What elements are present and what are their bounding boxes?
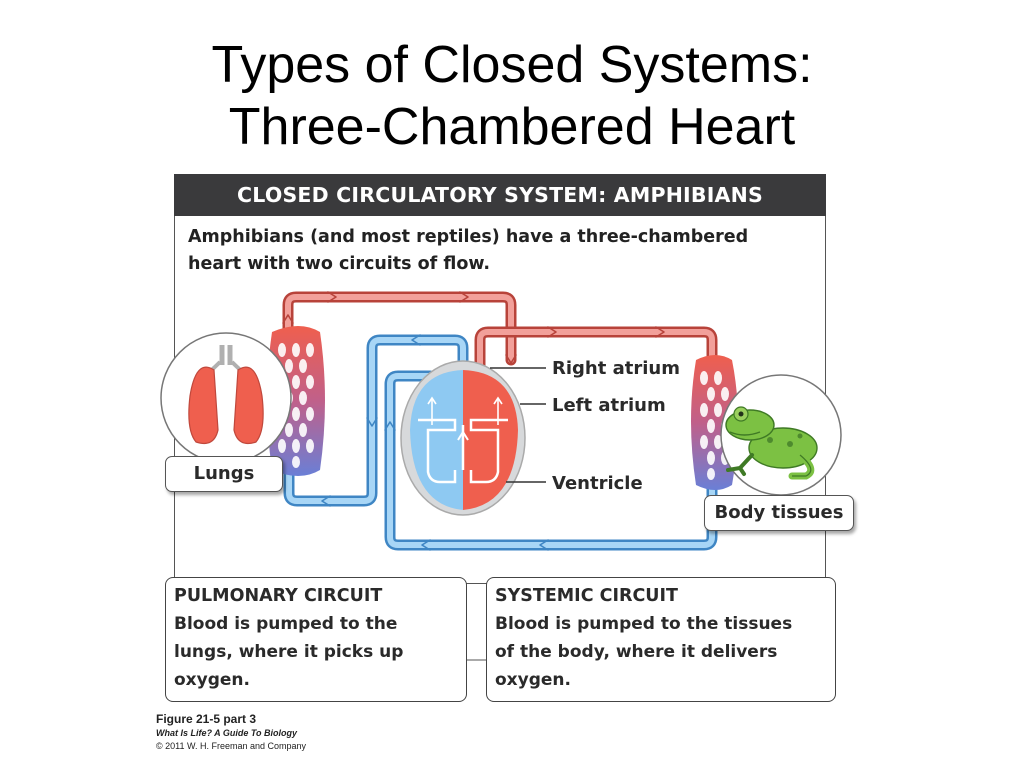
credit-figure: Figure 21-5 part 3 [156, 712, 257, 726]
body-tissues-label: Body tissues [714, 502, 844, 523]
pulmonary-line1: Blood is pumped to the [174, 614, 398, 634]
lungs-label: Lungs [193, 463, 255, 484]
lungs-tag: Lungs [165, 456, 283, 492]
systemic-title: SYSTEMIC CIRCUIT [495, 586, 678, 606]
systemic-line2: of the body, where it delivers [495, 642, 778, 662]
pulmonary-circuit-box: PULMONARY CIRCUIT Blood is pumped to the… [165, 577, 467, 702]
pulmonary-line3: oxygen. [174, 670, 250, 690]
label-leaders [490, 367, 546, 483]
figure-header: CLOSED CIRCULATORY SYSTEM: AMPHIBIANS [174, 174, 826, 216]
label-ventricle: Ventricle [552, 473, 643, 494]
intro-line2: heart with two circuits of flow. [188, 254, 491, 274]
frog-icon [720, 374, 842, 496]
slide-title: Types of Closed Systems: Three-Chambered… [0, 34, 1024, 158]
slide-title-line2: Three-Chambered Heart [228, 98, 796, 156]
intro-line1: Amphibians (and most reptiles) have a th… [188, 227, 749, 247]
body-tissues-tag: Body tissues [704, 495, 854, 531]
systemic-line1: Blood is pumped to the tissues [495, 614, 793, 634]
left-atrium-chamber [463, 370, 518, 510]
pulmonary-line2: lungs, where it picks up [174, 642, 404, 662]
systemic-line3: oxygen. [495, 670, 571, 690]
label-right-atrium: Right atrium [552, 358, 680, 379]
label-left-atrium: Left atrium [552, 395, 666, 416]
heart [400, 360, 526, 516]
pulmonary-title: PULMONARY CIRCUIT [174, 586, 383, 606]
credit-copyright: © 2011 W. H. Freeman and Company [156, 741, 307, 751]
flow-arrows [282, 291, 665, 551]
slide-title-line1: Types of Closed Systems: [211, 36, 813, 94]
lungs-icon [160, 332, 292, 464]
oxygenated-vessels [282, 291, 718, 426]
figure-intro: Amphibians (and most reptiles) have a th… [188, 224, 818, 278]
systemic-circuit-box: SYSTEMIC CIRCUIT Blood is pumped to the … [486, 577, 836, 702]
figure-credit: Figure 21-5 part 3 What Is Life? A Guide… [156, 712, 306, 753]
deoxygenated-vessels [283, 334, 718, 551]
right-atrium-chamber [410, 370, 463, 510]
credit-book: What Is Life? A Guide To Biology [156, 728, 297, 738]
